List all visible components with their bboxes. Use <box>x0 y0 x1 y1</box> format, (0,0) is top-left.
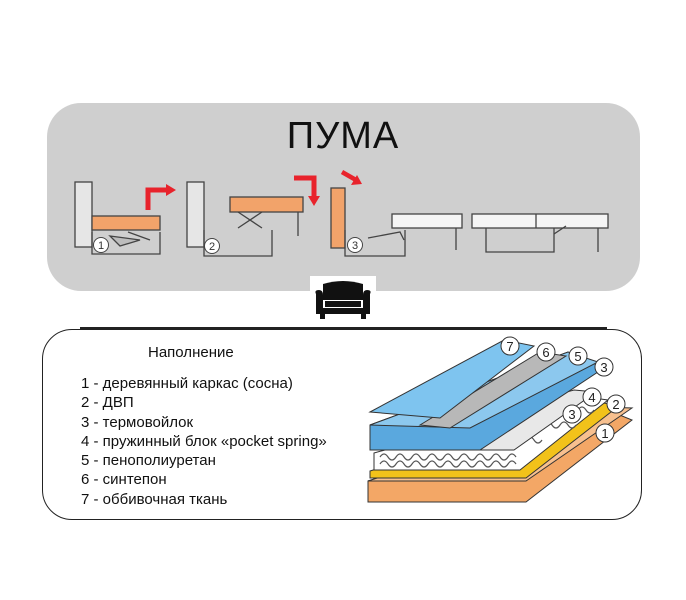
step-1-diagram <box>74 181 161 255</box>
legend-item: 7 - оббивочная ткань <box>81 490 228 508</box>
legend-item: 6 - синтепон <box>81 471 167 489</box>
divider <box>80 327 607 329</box>
step-number: 1 <box>98 240 104 252</box>
step-3-diagram <box>330 187 463 257</box>
red-arrow-icon <box>340 170 358 182</box>
step-number: 3 <box>352 240 358 252</box>
legend-item: 3 - термовойлок <box>81 413 194 431</box>
step-number: 2 <box>209 241 215 253</box>
red-arrow-icon <box>308 196 320 206</box>
layer-marker: 2 <box>612 397 619 412</box>
layer-marker: 3 <box>600 360 607 375</box>
layer-marker: 4 <box>588 390 595 405</box>
red-arrow-icon <box>351 175 362 185</box>
red-arrow-icon <box>166 184 176 196</box>
legend-item: 4 - пружинный блок «pocket spring» <box>81 432 327 450</box>
filling-legend: 1 - деревянный каркас (сосна) 2 - ДВП 3 … <box>81 374 327 509</box>
layer-marker: 3 <box>568 407 575 422</box>
red-arrow-icon <box>145 187 168 210</box>
step-2-diagram <box>186 181 304 257</box>
filling-heading: Наполнение <box>148 344 234 361</box>
transformation-diagram: 1 2 3 <box>74 170 609 257</box>
layer-marker: 5 <box>574 349 581 364</box>
layer-marker: 6 <box>542 345 549 360</box>
red-arrow-icon <box>294 175 317 198</box>
page-title: ПУМА <box>286 115 400 157</box>
step-4-diagram <box>471 213 609 253</box>
legend-item: 5 - пенополиуретан <box>81 452 216 470</box>
legend-item: 2 - ДВП <box>81 394 134 412</box>
legend-item: 1 - деревянный каркас (сосна) <box>81 375 293 392</box>
layer-marker: 1 <box>601 426 608 441</box>
sofa-icon <box>310 276 376 324</box>
layer-marker: 7 <box>506 339 513 354</box>
